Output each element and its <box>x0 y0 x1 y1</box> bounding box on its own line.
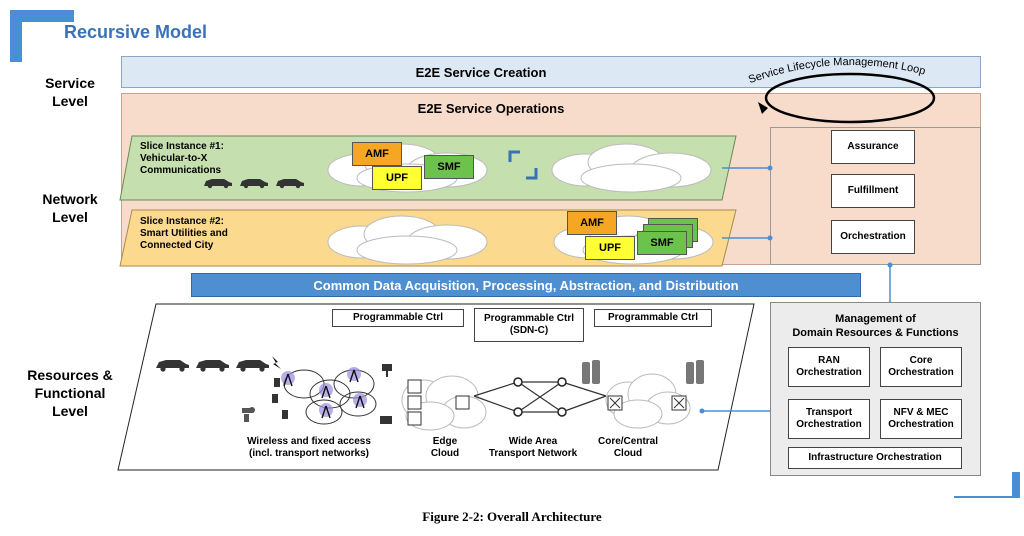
lifecycle-loop-label: Service Lifecycle Management Loop <box>747 56 927 86</box>
slice-2-label: Slice Instance #2: Smart Utilities and C… <box>140 216 228 251</box>
e2e-service-creation-label: E2E Service Creation <box>415 64 547 80</box>
management-title: Management of Domain Resources & Functio… <box>792 313 959 339</box>
resources-cars-icon <box>156 356 281 372</box>
transport-orchestration-box: Transport Orchestration <box>788 399 870 439</box>
e2e-service-operations-label: E2E Service Operations <box>417 100 565 116</box>
core-cloud-icon <box>582 360 704 429</box>
infrastructure-orchestration-box: Infrastructure Orchestration <box>788 447 962 469</box>
common-data-label: Common Data Acquisition, Processing, Abs… <box>313 277 739 293</box>
edge-cloud-label: Edge Cloud <box>430 436 460 459</box>
common-data-bar: Common Data Acquisition, Processing, Abs… <box>191 273 861 297</box>
slice-2-upf: UPF <box>585 236 635 260</box>
orchestration-box: Orchestration <box>831 220 915 254</box>
assurance-box: Assurance <box>831 130 915 164</box>
e2e-service-creation-bar: E2E Service Creation <box>121 56 981 88</box>
programmable-ctrl-sdn: Programmable Ctrl (SDN-C) <box>474 308 584 342</box>
core-orchestration-box: Core Orchestration <box>880 347 962 387</box>
core-cloud-label: Core/Central Cloud <box>597 436 658 459</box>
wireless-access-network-icon <box>242 364 392 425</box>
fulfillment-box: Fulfillment <box>831 174 915 208</box>
wide-area-transport-icon <box>473 377 607 417</box>
lifecycle-loop-icon <box>758 72 936 124</box>
slice-1-amf: AMF <box>352 142 402 166</box>
wireless-label: Wireless and fixed access (incl. transpo… <box>247 436 371 459</box>
network-level-label: Network Level <box>42 191 98 225</box>
corner-bracket-bottom-right <box>954 472 1020 498</box>
corner-bracket-top-left <box>10 10 74 62</box>
edge-cloud-icon <box>401 375 487 431</box>
slice-1-cloud-right <box>551 143 712 193</box>
ran-orchestration-box: RAN Orchestration <box>788 347 870 387</box>
slice-2-cloud-left <box>327 215 488 265</box>
figure-caption: Figure 2-2: Overall Architecture <box>422 509 602 524</box>
slice-2-smf: SMF <box>637 231 687 255</box>
slice-1-smf: SMF <box>424 155 474 179</box>
loop-label-text: Service Lifecycle Management Loop <box>747 56 927 86</box>
slice-connectors <box>722 165 773 241</box>
slice-1-cars-icon <box>204 179 304 189</box>
slice-1-upf: UPF <box>372 166 422 190</box>
resources-level-label: Resources & Functional Level <box>27 367 113 419</box>
programmable-ctrl-3: Programmable Ctrl <box>594 309 712 327</box>
wan-label: Wide Area Transport Network <box>488 436 578 459</box>
service-level-label: Service Level <box>45 75 95 109</box>
nfv-mec-orchestration-box: NFV & MEC Orchestration <box>880 399 962 439</box>
resources-connector <box>699 408 770 414</box>
diagram-title: Recursive Model <box>64 22 208 42</box>
programmable-ctrl-1: Programmable Ctrl <box>332 309 464 327</box>
slice-1-label: Slice Instance #1: Vehicular-to-X Commun… <box>140 141 224 176</box>
slice-2-amf: AMF <box>567 211 617 235</box>
svg-text:Service Lifecycle Management L: Service Lifecycle Management Loop <box>747 56 927 86</box>
focus-bracket-icon <box>508 150 538 180</box>
